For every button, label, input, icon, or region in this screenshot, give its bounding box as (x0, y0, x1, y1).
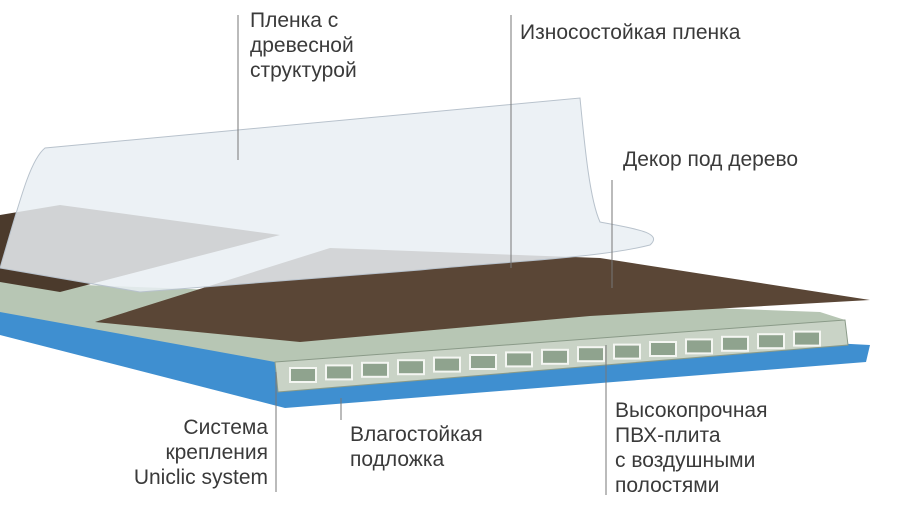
label-line: Износостойкая пленка (520, 21, 741, 44)
air-cavity (505, 351, 533, 368)
label-line: структурой (250, 59, 357, 82)
air-cavity (397, 359, 425, 376)
label-line: крепления (165, 441, 268, 464)
air-cavity (433, 356, 461, 373)
air-cavity (541, 348, 569, 365)
air-cavity (361, 361, 389, 378)
leader-lines (237, 15, 613, 495)
label-moisture-underlay: Влагостойкая подложка (350, 422, 483, 472)
label-wear-layer: Износостойкая пленка (520, 20, 740, 45)
air-cavity (289, 367, 317, 383)
air-cavity (793, 330, 821, 347)
air-cavity (649, 341, 677, 357)
air-cavity (721, 335, 749, 352)
label-line: Высокопрочная (615, 399, 768, 422)
label-locking-system: Система крепления Uniclic system (134, 415, 268, 490)
label-wood-decor: Декор под дерево (623, 147, 798, 172)
wear-layer-film (0, 97, 654, 293)
air-cavity (469, 354, 497, 370)
label-line: с воздушными (615, 449, 756, 472)
label-line: ПВХ-плита (615, 424, 721, 447)
label-line: Влагостойкая (350, 423, 483, 446)
label-line: полостями (615, 474, 720, 497)
label-line: Декор под дерево (623, 148, 799, 171)
label-line: Система (183, 416, 268, 439)
air-cavity (685, 338, 713, 355)
label-line: Пленка с (250, 9, 339, 32)
label-line: подложка (350, 448, 445, 471)
label-pvc-board: Высокопрочная ПВХ-плита с воздушными пол… (615, 398, 767, 498)
air-cavity (613, 343, 641, 360)
label-line: Uniclic system (133, 466, 268, 489)
air-cavity (757, 333, 785, 350)
label-line: древесной (250, 34, 354, 57)
air-cavities (289, 330, 821, 383)
label-wood-texture-film: Пленка с древесной структурой (250, 8, 357, 83)
air-cavity (577, 346, 605, 363)
air-cavity (325, 364, 353, 381)
